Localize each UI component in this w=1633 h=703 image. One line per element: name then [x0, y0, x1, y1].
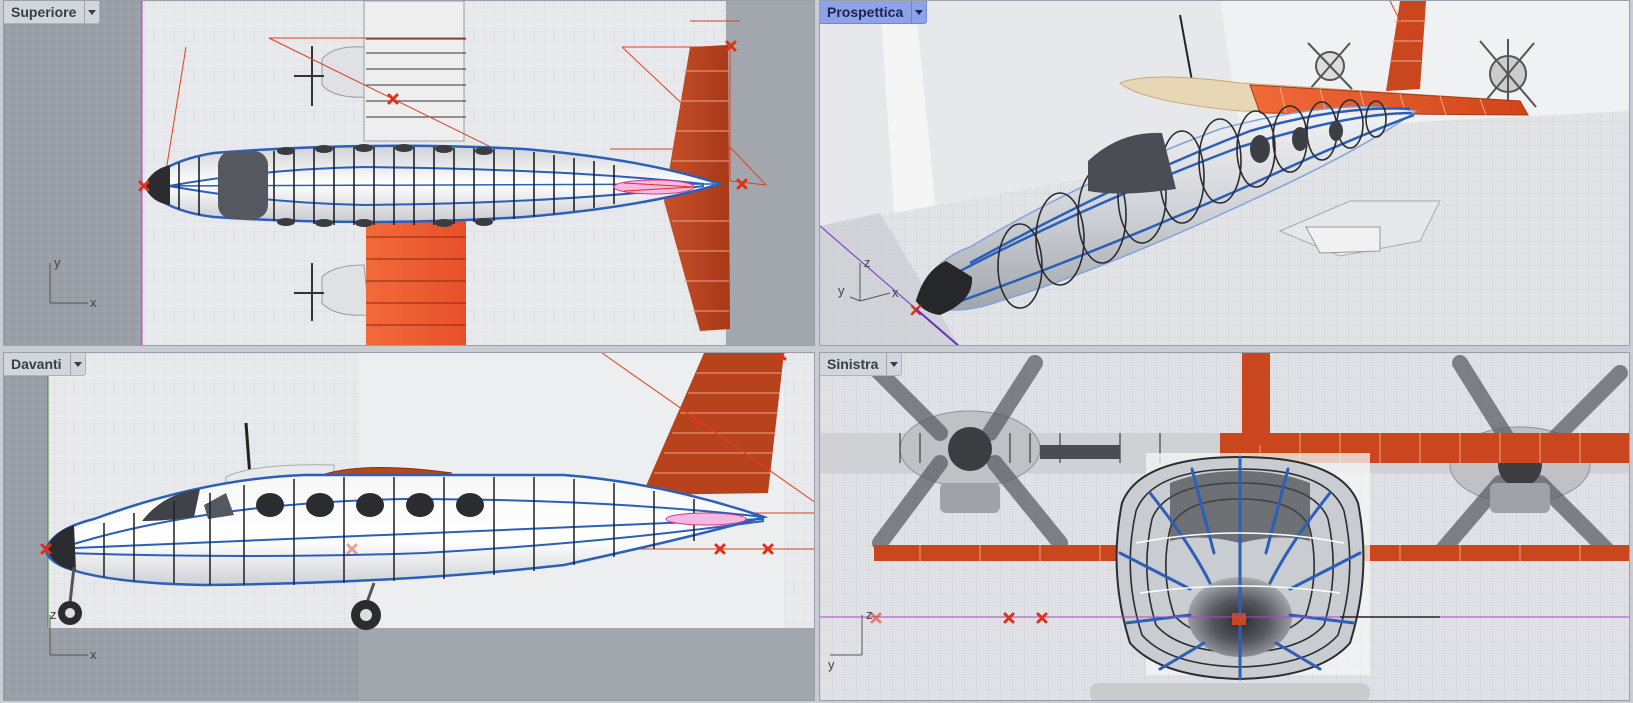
viewport-name-perspective[interactable]: Prospettica — [827, 4, 904, 20]
x-mark-icon — [138, 40, 748, 192]
x-mark-icon — [40, 353, 787, 555]
viewport-name-top[interactable]: Superiore — [11, 4, 77, 20]
axis-label-y: y — [54, 255, 61, 270]
viewport-left[interactable]: Sinistra — [819, 352, 1630, 701]
viewport-title-perspective[interactable]: Prospettica — [820, 1, 928, 24]
viewport-top[interactable]: Superiore — [3, 0, 815, 346]
triangle-down-icon[interactable] — [911, 1, 926, 23]
x-mark-icon — [870, 612, 1048, 624]
axis-label-z: z — [866, 607, 873, 622]
viewport-name-left[interactable]: Sinistra — [827, 356, 879, 372]
axis-label-x: x — [892, 285, 899, 300]
front-view-scene[interactable]: z x — [4, 353, 815, 701]
viewport-name-front[interactable]: Davanti — [11, 356, 62, 372]
perspective-view-scene[interactable]: z y x — [820, 1, 1630, 346]
axis-label-z: z — [50, 607, 57, 622]
top-view-scene[interactable]: y x — [4, 1, 815, 346]
axis-label-x: x — [90, 295, 97, 310]
viewport-perspective[interactable]: Prospettica — [819, 0, 1630, 346]
axis-label-x: x — [90, 647, 97, 662]
viewport-title-top[interactable]: Superiore — [4, 1, 101, 24]
triangle-down-icon[interactable] — [69, 353, 85, 375]
triangle-down-icon[interactable] — [84, 1, 99, 23]
viewport-title-front[interactable]: Davanti — [4, 353, 86, 376]
axis-label-y: y — [828, 657, 835, 672]
triangle-down-icon[interactable] — [886, 353, 901, 375]
left-view-scene[interactable]: z y — [820, 353, 1630, 701]
viewport-title-left[interactable]: Sinistra — [820, 353, 903, 376]
axis-label-y: y — [838, 283, 845, 298]
viewport-front[interactable]: Davanti — [3, 352, 815, 701]
axis-label-z: z — [864, 255, 871, 270]
